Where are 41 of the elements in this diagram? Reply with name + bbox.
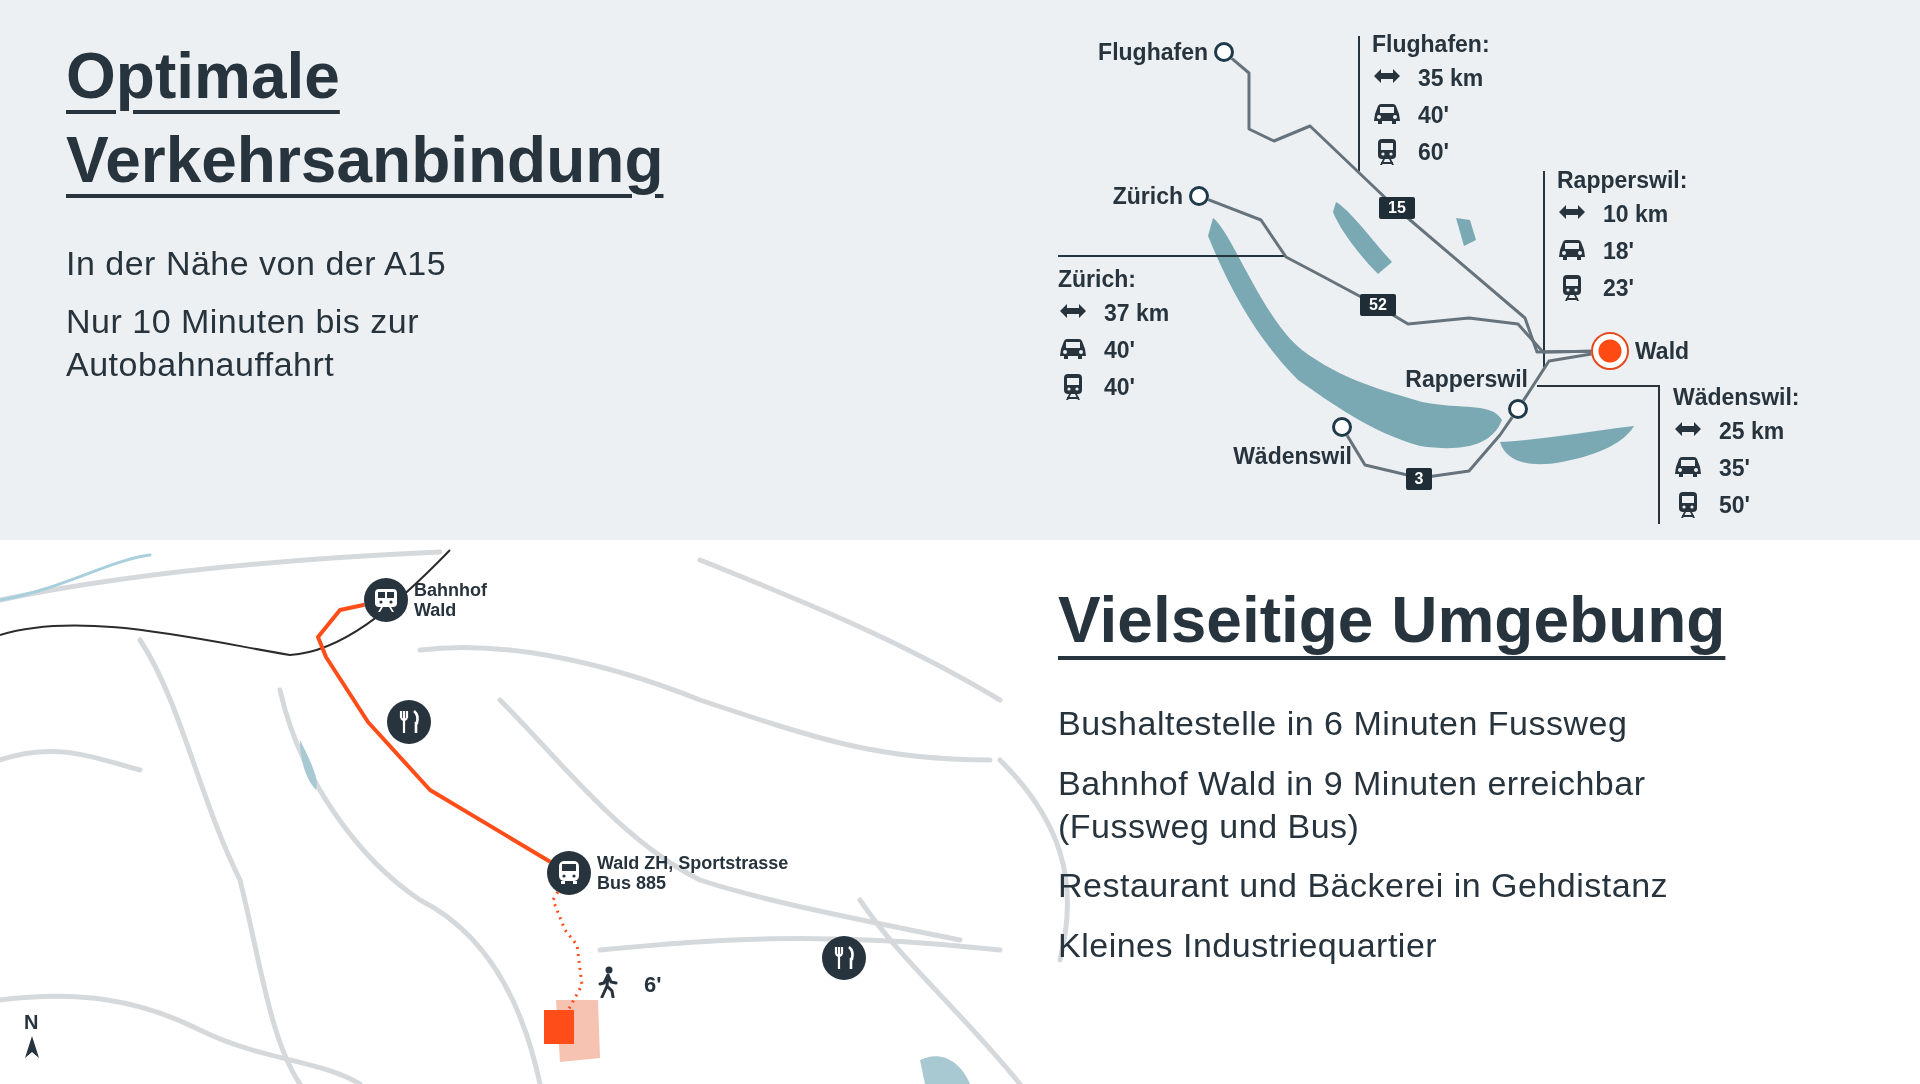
road-line (1345, 416, 1514, 480)
road-line (1207, 198, 1592, 354)
info-heading: Wädenswil: (1673, 383, 1800, 412)
list-item: Bushaltestelle in 6 Minuten Fussweg (1058, 703, 1628, 744)
section-heading: Vielseitige Umgebung (1058, 583, 1726, 658)
road-line (1522, 352, 1592, 402)
list-item: Kleines Industriequartier (1058, 925, 1438, 966)
stop-label: Bahnhof Wald (414, 580, 487, 620)
route-number-badge: 3 (1405, 468, 1433, 490)
place-label: Wald (1635, 337, 1690, 365)
travel-time: 40' (1104, 336, 1136, 365)
info-heading: Flughafen: (1372, 30, 1490, 59)
body-text: Nur 10 Minuten bis zur Autobahnauffahrt (66, 301, 421, 385)
place-label: Wädenswil (1233, 443, 1352, 470)
travel-time: 40' (1104, 373, 1136, 402)
travel-time: 18' (1603, 237, 1635, 266)
route-line (316, 602, 552, 864)
distance-value: 37 km (1104, 299, 1170, 328)
travel-time: 40' (1418, 101, 1450, 130)
place-label: Flughafen (1098, 38, 1208, 66)
stop-label: Bus 885 (597, 873, 668, 893)
travel-time: 60' (1418, 138, 1450, 167)
travel-time: 50' (1719, 491, 1751, 520)
distance-value: 25 km (1719, 417, 1785, 446)
place-label: Rapperswil (1405, 366, 1528, 393)
stop-label: Wald ZH, Sportstrasse (597, 853, 789, 873)
page-title: Optimale Verkehrsanbindung (66, 39, 665, 198)
place-label: Zürich (1112, 182, 1183, 210)
route-line (551, 891, 584, 1011)
travel-time: 23' (1603, 274, 1635, 303)
list-item: Bahnhof Wald in 9 Minuten erreichbar (Fussweg und Bus) (1058, 763, 1647, 847)
route-number-badge: 15 (1379, 197, 1415, 219)
north-label: N (24, 1010, 39, 1035)
travel-time: 35' (1719, 454, 1751, 483)
distance-value: 10 km (1603, 200, 1669, 229)
info-heading: Zürich: (1058, 265, 1136, 294)
route-number-badge: 52 (1360, 294, 1396, 316)
list-item: Restaurant und Bäckerei in Gehdistanz (1058, 865, 1669, 906)
info-heading: Rapperswil: (1557, 166, 1688, 195)
body-text: In der Nähe von der A15 (66, 243, 447, 284)
distance-value: 35 km (1418, 64, 1484, 93)
